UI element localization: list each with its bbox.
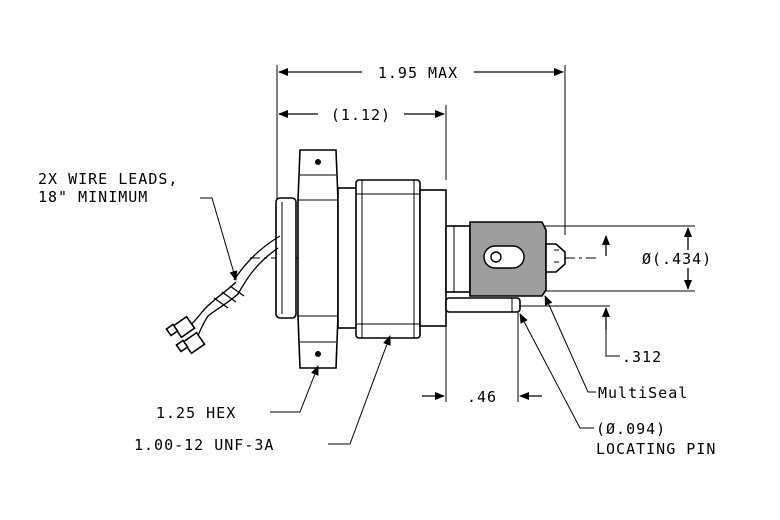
overall-length-dimension: 1.95 MAX <box>278 64 564 82</box>
seal-label: MultiSeal <box>598 384 688 402</box>
wire-leads <box>165 235 281 355</box>
tip <box>545 243 566 273</box>
multiseal-block <box>469 221 547 297</box>
hex-nut-hole-top <box>315 159 321 165</box>
diameter-label: Ø(.434) <box>642 250 712 268</box>
hex-nut-hole-bottom <box>315 351 321 357</box>
hex-leader <box>270 365 319 413</box>
hex-label: 1.25 HEX <box>156 404 236 422</box>
seal-leader <box>544 295 596 393</box>
wire-leads-label-line2: 18" MINIMUM <box>38 188 148 206</box>
body-length-label: (1.12) <box>331 106 391 124</box>
pin-diameter-label: (Ø.094) <box>596 420 666 438</box>
thread-label: 1.00-12 UNF-3A <box>134 436 274 454</box>
overall-length-label: 1.95 MAX <box>378 64 458 82</box>
body-length-dimension: (1.12) <box>278 106 445 124</box>
wire-leads-label-line1: 2X WIRE LEADS, <box>38 170 178 188</box>
pin-offset-dimension: .312 <box>602 307 662 366</box>
locating-pin <box>445 297 521 313</box>
threaded-body <box>337 179 447 339</box>
pin-length-label: .46 <box>467 388 497 406</box>
pin-leader <box>519 313 594 429</box>
diameter-dimension: Ø(.434) <box>602 227 712 290</box>
pin-name-label: LOCATING PIN <box>596 440 716 458</box>
pin-offset-label: .312 <box>622 348 662 366</box>
neck <box>445 225 471 293</box>
flange <box>275 197 297 319</box>
thread-leader <box>328 335 391 445</box>
hex-nut <box>297 149 339 369</box>
pin-length-dimension: .46 <box>422 388 542 406</box>
